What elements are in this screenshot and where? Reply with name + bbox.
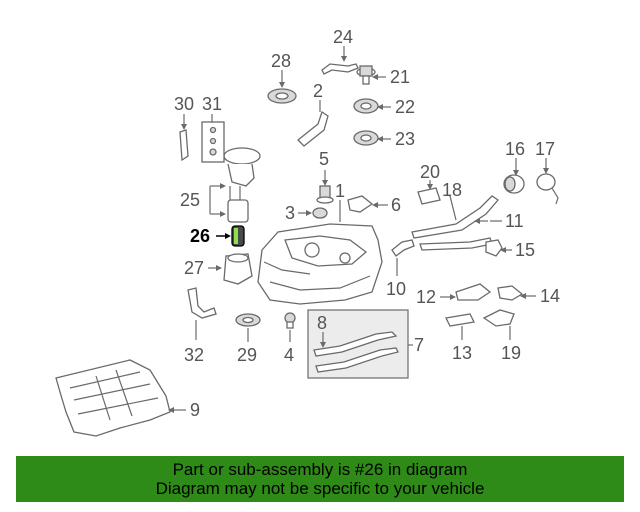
- banner-line-1: Part or sub-assembly is #26 in diagram: [172, 460, 468, 479]
- callout-6: 6: [391, 195, 401, 215]
- bracket-part-14[interactable]: [497, 285, 524, 301]
- fuel-cap-part-16[interactable]: [503, 174, 525, 194]
- callout-15: 15: [515, 240, 535, 260]
- heat-insulator-part-9[interactable]: [55, 359, 171, 437]
- callout-21: 21: [390, 67, 410, 87]
- banner-line-2: Diagram may not be specific to your vehi…: [155, 479, 485, 498]
- callout-14: 14: [540, 286, 560, 306]
- gauge-part-5[interactable]: [316, 185, 334, 204]
- clip-part-3[interactable]: [312, 207, 328, 219]
- callout-9: 9: [190, 400, 200, 420]
- callout-16: 16: [505, 139, 525, 159]
- callout-25: 25: [180, 190, 200, 210]
- callout-1: 1: [335, 181, 345, 201]
- callout-26: 26: [190, 226, 210, 246]
- callout-5: 5: [319, 149, 329, 169]
- callout-8: 8: [317, 313, 327, 333]
- info-banner: Part or sub-assembly is #26 in diagram D…: [16, 456, 624, 502]
- gasket-part-28[interactable]: [267, 88, 297, 104]
- callout-22: 22: [395, 97, 415, 117]
- fuel-system-parts-diagram: 1 2 3 4 5 6 8 7: [55, 27, 560, 437]
- hose-part-24[interactable]: [321, 63, 359, 75]
- callout-12: 12: [416, 287, 436, 307]
- callout-31: 31: [202, 94, 222, 114]
- callout-10: 10: [386, 279, 406, 299]
- callout-7: 7: [414, 335, 424, 355]
- bracket-part-12[interactable]: [455, 283, 492, 301]
- hose-part-10[interactable]: [391, 239, 415, 257]
- lid-lock-part-17[interactable]: [536, 173, 559, 205]
- callout-30: 30: [174, 94, 194, 114]
- bracket-part-2[interactable]: [297, 110, 329, 147]
- callout-23: 23: [395, 129, 415, 149]
- callout-24: 24: [333, 27, 353, 47]
- bracket-part-19[interactable]: [482, 309, 515, 327]
- callout-29: 29: [237, 345, 257, 365]
- callout-28: 28: [271, 51, 291, 71]
- fuel-pump-part-25[interactable]: [223, 147, 261, 223]
- fuel-tank-part[interactable]: [257, 223, 383, 305]
- callout-11: 11: [505, 211, 524, 231]
- filler-pipe-part-18[interactable]: [411, 195, 499, 251]
- callout-2: 2: [313, 81, 323, 101]
- callout-18: 18: [442, 180, 462, 200]
- wire-harness-part-32[interactable]: [187, 287, 217, 319]
- tank-band-part-8[interactable]: [313, 331, 399, 373]
- bolt-part-4[interactable]: [284, 312, 296, 329]
- callout-20: 20: [420, 162, 440, 182]
- fuel-filter-part-26[interactable]: [231, 225, 245, 247]
- gasket-part-29[interactable]: [235, 313, 261, 327]
- gasket-part-23[interactable]: [353, 130, 379, 146]
- plate-part-20[interactable]: [417, 187, 441, 205]
- gasket-part-22[interactable]: [353, 98, 379, 114]
- valve-part-21[interactable]: [356, 65, 376, 85]
- callout-13: 13: [452, 343, 472, 363]
- callout-4: 4: [284, 345, 294, 365]
- callout-19: 19: [501, 343, 521, 363]
- callout-17: 17: [535, 139, 555, 159]
- callout-3: 3: [285, 203, 295, 223]
- pump-bracket-part-27[interactable]: [223, 253, 253, 285]
- callout-32: 32: [184, 345, 204, 365]
- callout-27: 27: [184, 258, 204, 278]
- hose-part-15[interactable]: [485, 239, 503, 257]
- bracket-part-30[interactable]: [179, 129, 189, 162]
- gasket-kit-part-31[interactable]: [201, 121, 225, 163]
- plate-part-13[interactable]: [445, 313, 475, 327]
- protector-part-6[interactable]: [347, 195, 374, 213]
